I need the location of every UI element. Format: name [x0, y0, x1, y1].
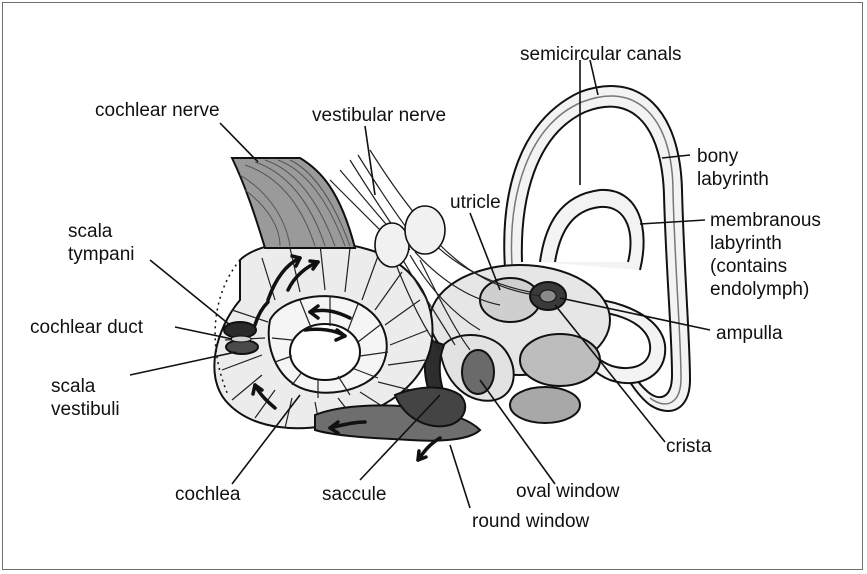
cochlear-nerve-shape	[232, 158, 355, 248]
label-crista: crista	[666, 436, 712, 457]
label-scala-tympani-line1: scala	[68, 221, 113, 242]
label-scala-vestibuli-line1: scala	[51, 376, 96, 397]
oval-window-shape	[462, 350, 494, 394]
label-membranous-line3: (contains	[710, 256, 787, 277]
leader-round-window	[450, 445, 470, 508]
label-cochlea: cochlea	[175, 484, 241, 505]
leader-scala-tympani	[150, 260, 230, 325]
leader-cochlear-nerve	[220, 123, 258, 162]
cochlear-nerve-group	[232, 158, 355, 248]
label-oval-window: oval window	[516, 481, 620, 502]
ganglion-left	[375, 223, 409, 267]
label-semicircular-canals: semicircular canals	[520, 44, 682, 65]
label-round-window: round window	[472, 511, 590, 532]
label-saccule: saccule	[322, 484, 386, 505]
label-bony-labyrinth-line2: labyrinth	[697, 169, 769, 190]
crista-shape	[540, 290, 556, 302]
ganglion-right	[405, 206, 445, 254]
label-scala-tympani-line2: tympani	[68, 244, 135, 265]
leader-vestibular-nerve	[365, 126, 375, 195]
saccule-lower	[510, 387, 580, 423]
label-ampulla: ampulla	[716, 323, 783, 344]
cochlea-apex	[290, 324, 360, 380]
label-vestibular-nerve: vestibular nerve	[312, 105, 446, 126]
label-cochlear-nerve: cochlear nerve	[95, 100, 220, 121]
saccule-region	[520, 334, 600, 386]
label-cochlear-duct: cochlear duct	[30, 317, 144, 338]
label-utricle: utricle	[450, 192, 501, 213]
label-membranous-line2: labyrinth	[710, 233, 782, 254]
label-membranous-line1: membranous	[710, 210, 821, 231]
label-membranous-line4: endolymph)	[710, 279, 809, 300]
label-bony-labyrinth-line1: bony	[697, 146, 739, 167]
cochlear-duct-section	[231, 336, 251, 342]
label-scala-vestibuli-line2: vestibuli	[51, 399, 120, 420]
